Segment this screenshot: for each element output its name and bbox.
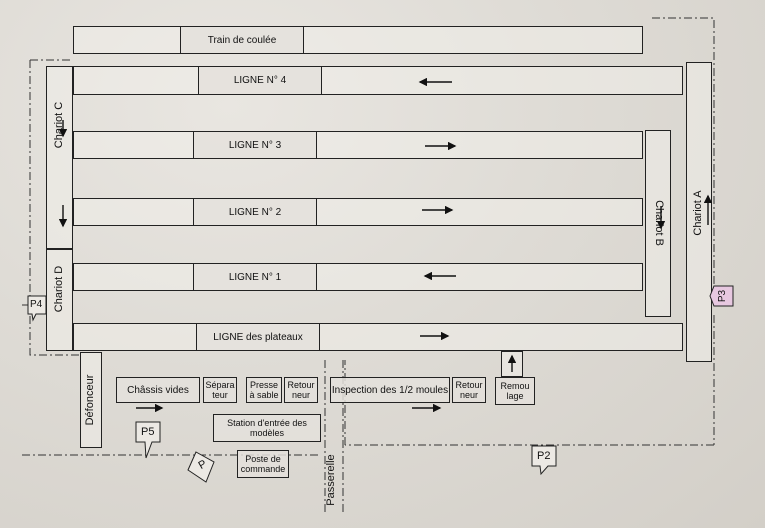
train-de-coulee-track (73, 26, 643, 54)
p2-tag (531, 445, 557, 476)
p1-tag (187, 451, 215, 483)
poste-de-commande: Poste de commande (237, 450, 289, 478)
ligne-3-track (73, 131, 643, 159)
ligne-4-track (73, 66, 683, 95)
ligne-3-label: LIGNE N° 3 (193, 131, 317, 159)
ligne-1-track (73, 263, 643, 291)
ligne-plateaux-track (73, 323, 683, 351)
presse-a-sable: Presse à sable (246, 377, 282, 403)
chariot-c (46, 66, 73, 249)
retour-neur-1: Retour neur (284, 377, 318, 403)
p2-label: P2 (537, 450, 551, 462)
p5-tag (135, 421, 161, 459)
p5-label: P5 (141, 426, 155, 438)
ligne-4-label: LIGNE N° 4 (198, 66, 322, 95)
chassis-vides: Châssis vides (116, 377, 200, 403)
p3-label: P3 (717, 289, 728, 303)
remoulage: Remou lage (495, 377, 535, 405)
ligne-plateaux-label: LIGNE des plateaux (196, 323, 320, 351)
inspection-demi-moules: Inspection des 1/2 moules (330, 377, 450, 403)
retour-neur-2: Retour neur (452, 377, 486, 403)
p4-tag (27, 295, 47, 322)
ligne-2-label: LIGNE N° 2 (193, 198, 317, 226)
p4-label: P4 (30, 299, 43, 310)
station-entree-modeles: Station d'entrée des modèles (213, 414, 321, 442)
defonceur (80, 352, 102, 448)
ligne-2-track (73, 198, 643, 226)
train-de-coulee-label: Train de coulée (180, 26, 304, 54)
ligne-1-label: LIGNE N° 1 (193, 263, 317, 291)
p3-tag (709, 285, 734, 307)
separateur: Sépara teur (203, 377, 237, 403)
